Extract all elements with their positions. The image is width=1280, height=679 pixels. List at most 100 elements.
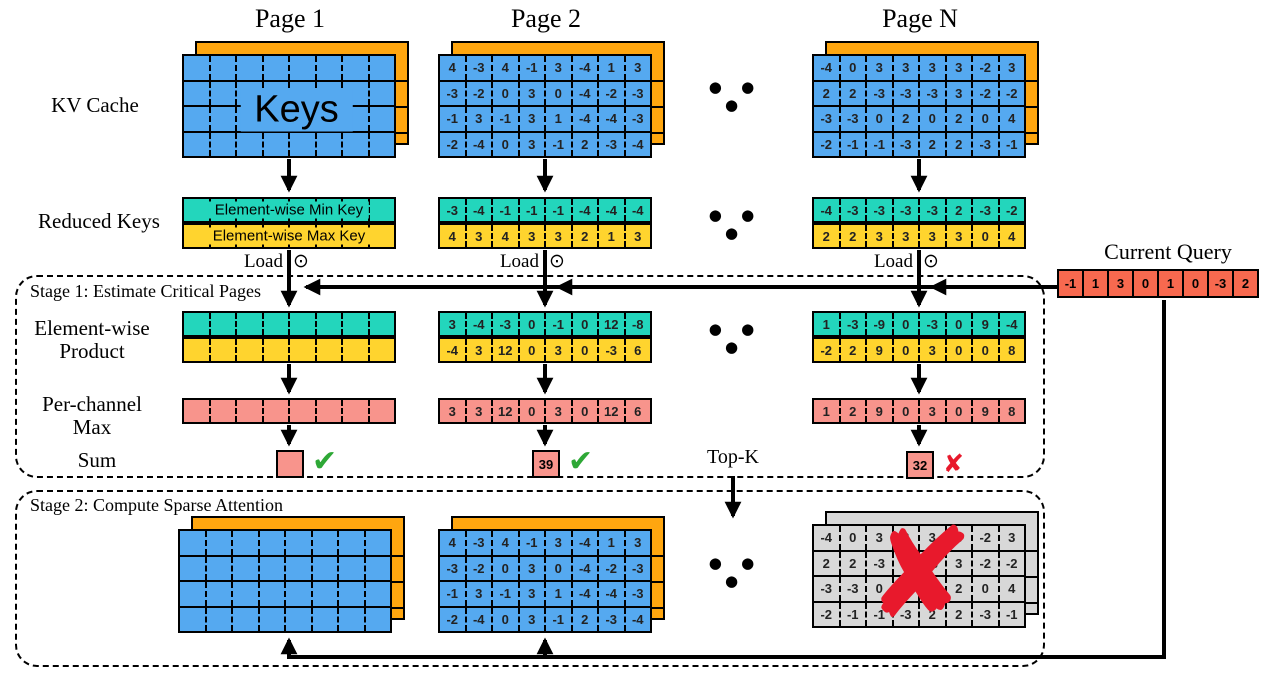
matrix-cell [264, 132, 290, 156]
matrix-cell: 0 [920, 577, 947, 601]
matrix-cell: 3 [467, 107, 493, 131]
matrix-cell [370, 400, 395, 422]
matrix-cell: -4 [814, 56, 841, 80]
matrix-cell: 2 [920, 602, 947, 626]
matrix-cell: 3 [947, 551, 973, 575]
matrix-cell: -3 [973, 602, 1000, 626]
matrix-cell: 2 [841, 551, 867, 575]
matrix-cell: -3 [631, 111, 644, 127]
matrix-cell: -3 [841, 107, 867, 131]
matrix-cell: 2 [947, 107, 973, 131]
matrix-cell: 3 [867, 56, 894, 80]
matrix-cell [343, 56, 370, 80]
matrix-cell: 2 [920, 132, 947, 156]
matrix-cell: -3 [841, 577, 867, 601]
elementwise-product-label: Element-wise Product [12, 316, 172, 364]
matrix-cell: 3 [894, 526, 920, 550]
matrix-cell [180, 607, 207, 631]
matrix-cell [264, 313, 290, 335]
sum-label: Sum [77, 447, 117, 472]
min-key-bar-page2: -3-4-1-1-1-4-4-4 [438, 197, 652, 223]
page2-header: Page 2 [510, 4, 582, 33]
matrix-cell: -3 [920, 81, 947, 105]
matrix-cell [343, 107, 370, 131]
matrix-cell: 3 [546, 531, 573, 555]
matrix-cell: 0 [493, 556, 520, 580]
matrix-cell: -3 [493, 313, 520, 335]
matrix-cell: -3 [841, 199, 867, 221]
matrix-cell: -4 [467, 132, 493, 156]
matrix-cell [290, 313, 317, 335]
matrix-cell: 3 [520, 582, 546, 606]
matrix-cell: -1 [841, 602, 867, 626]
matrix-cell: 3 [920, 526, 947, 550]
matrix-cell: 3 [920, 56, 947, 80]
stage2-stack-page1 [178, 516, 407, 635]
matrix-cell: -3 [467, 56, 493, 80]
matrix-cell: 3 [894, 225, 920, 247]
matrix-cell: -2 [1005, 202, 1018, 218]
matrix-cell: -4 [467, 313, 493, 335]
matrix-cell: -3 [920, 199, 947, 221]
matrix-cell: 0 [894, 313, 920, 335]
matrix-cell [211, 400, 237, 422]
matrix-cell [264, 56, 290, 80]
matrix-cell: 3 [920, 339, 947, 361]
matrix-cell: 2 [841, 81, 867, 105]
matrix-cell [366, 582, 391, 606]
matrix-cell: -1 [493, 107, 520, 131]
matrix-cell: -2 [814, 132, 841, 156]
matrix-cell: -2 [814, 339, 841, 361]
odot-operator-icon: ⊙ [293, 250, 309, 272]
matrix-cell [184, 107, 211, 131]
matrix-cell: -4 [467, 607, 493, 631]
matrix-cell [237, 313, 264, 335]
matrix-cell [370, 199, 395, 221]
matrix-row [180, 554, 390, 580]
matrix-cell [370, 339, 395, 361]
matrix-cell: 3 [947, 225, 973, 247]
matrix-cell: -3 [814, 107, 841, 131]
matrix-cell: 0 [520, 400, 546, 422]
matrix-cell [339, 582, 366, 606]
matrix-row [180, 580, 390, 606]
matrix-cell: 4 [1008, 111, 1016, 127]
matrix-cell: -3 [631, 586, 644, 602]
matrix-cell: -1 [520, 531, 546, 555]
matrix-cell: -2 [814, 602, 841, 626]
matrix-cell [233, 582, 260, 606]
kv-stack-page1: Keys [182, 41, 411, 160]
matrix-cell: -4 [573, 556, 599, 580]
matrix-cell: 0 [867, 577, 894, 601]
matrix-cell: 4 [493, 225, 520, 247]
matrix-cell: -3 [973, 132, 1000, 156]
matrix-cell [343, 132, 370, 156]
matrix-cell: -4 [814, 199, 841, 221]
matrix-cell [260, 582, 286, 606]
matrix-cell [184, 132, 211, 156]
matrix-cell: -3 [973, 199, 1000, 221]
matrix-cell: 0 [546, 556, 573, 580]
matrix-cell: -4 [573, 531, 599, 555]
matrix-cell: -4 [467, 199, 493, 221]
matrix-cell: 2 [947, 132, 973, 156]
matrix-cell [317, 56, 343, 80]
matrix-cell [180, 556, 207, 580]
matrix-cell [290, 400, 317, 422]
elementwise-product-line2: Product [59, 339, 125, 363]
keys-overlay-label: Keys [240, 88, 353, 132]
matrix-cell: 1 [546, 582, 573, 606]
matrix-cell: 12 [599, 400, 626, 422]
product-max-bar-page1 [182, 337, 396, 363]
matrix-cell: 4 [1008, 581, 1016, 597]
matrix-cell: 3 [440, 400, 467, 422]
matrix-cell: -3 [1207, 269, 1234, 298]
